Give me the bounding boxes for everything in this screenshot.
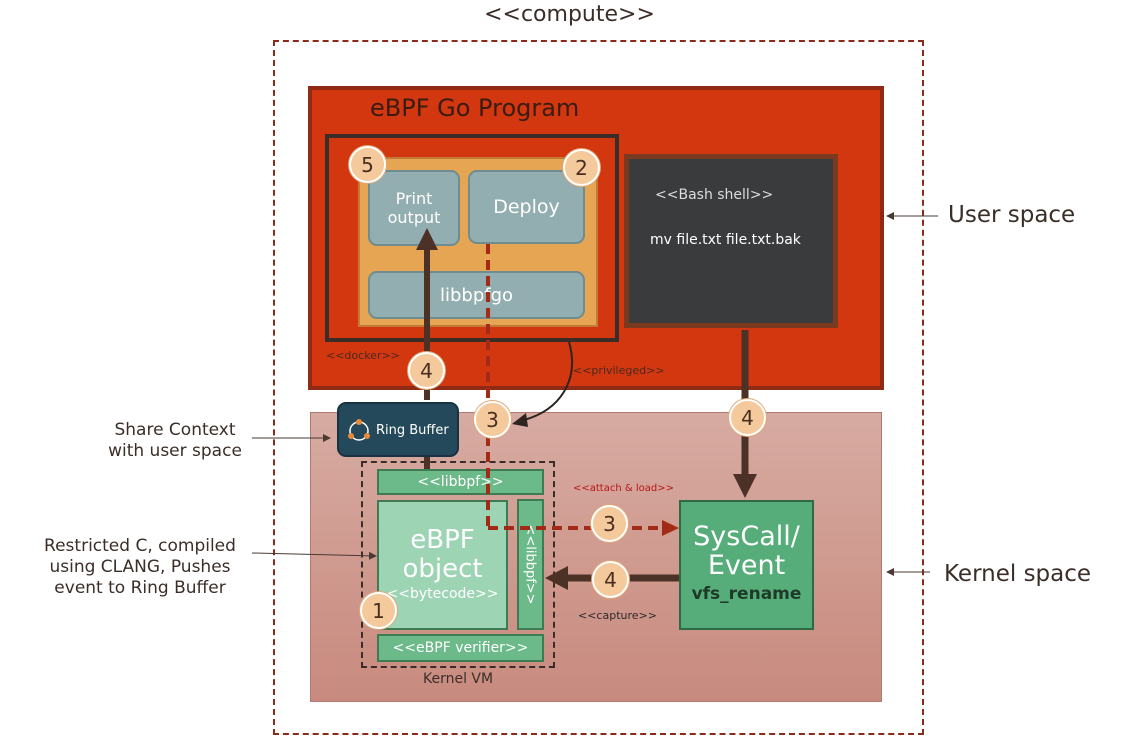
step-4-bash-badge: 4 <box>729 399 766 436</box>
attach-load-tag: <<attach & load>> <box>573 483 674 494</box>
ebpf-object-subtitle: <<bytecode>> <box>386 586 499 602</box>
libbpf-side-bar: <<libbpf>> <box>517 499 544 630</box>
step-4-print-badge: 4 <box>408 352 445 389</box>
diagram-title: <<compute>> <box>484 2 655 27</box>
arrow-privileged <box>512 341 574 427</box>
docker-tag: <<docker>> <box>326 349 400 362</box>
kernel-space-label: Kernel space <box>944 561 1092 587</box>
pointer-restricted-c <box>251 551 377 560</box>
print-output-box: Print output <box>368 170 460 246</box>
compute-boundary <box>273 40 924 735</box>
user-space-label: User space <box>948 202 1076 228</box>
kernel-vm-boundary <box>361 461 555 668</box>
step-3-ring-badge: 3 <box>474 401 511 438</box>
step-5-badge: 5 <box>349 146 386 183</box>
step-3-attach-badge: 3 <box>591 505 628 542</box>
kernel-vm-label: Kernel VM <box>423 671 494 687</box>
step-2-badge: 2 <box>563 149 600 186</box>
go-program-title: eBPF Go Program <box>370 94 580 122</box>
share-context-label: Share Context with user space <box>108 420 242 461</box>
step-4-capture-badge: 4 <box>592 561 629 598</box>
capture-tag: <<capture>> <box>578 609 657 622</box>
syscall-subtitle: vfs_rename <box>691 584 802 604</box>
ring-buffer-label: Ring Buffer <box>376 423 449 438</box>
ebpf-object-title: eBPF object <box>402 525 483 584</box>
libbpf-top-bar: <<libbpf>> <box>377 469 544 495</box>
syscall-title: SysCall/ Event <box>693 521 800 581</box>
arrow-deploy-attach <box>486 244 679 536</box>
bash-shell-box <box>624 154 838 328</box>
docker-frame <box>325 134 619 342</box>
restricted-c-label: Restricted C, compiled using CLANG, Push… <box>44 536 236 598</box>
libbpfgo-box: libbpfgo <box>368 271 585 319</box>
bash-shell-title: <<Bash shell>> <box>655 187 774 203</box>
ring-buffer-box: Ring Buffer <box>337 402 459 457</box>
ring-buffer-icon <box>346 418 372 448</box>
syscall-event-box: SysCall/ Event vfs_rename <box>679 500 814 630</box>
bash-command: mv file.txt file.txt.bak <box>650 232 801 248</box>
ebpf-verifier-bar: <<eBPF verifier>> <box>377 634 544 662</box>
step-1-badge: 1 <box>360 592 397 629</box>
privileged-tag: <<privileged>> <box>573 364 665 377</box>
deploy-box: Deploy <box>468 170 585 244</box>
